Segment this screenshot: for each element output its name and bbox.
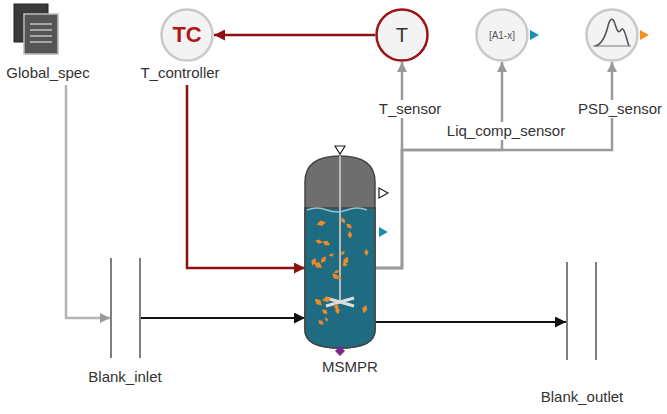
sensor-circle: PSD_sensor [585, 8, 639, 62]
symbol-text: T [375, 8, 429, 62]
spec-icon: Global_spec [14, 4, 62, 56]
blank-port-outline [566, 262, 597, 360]
node-label: Blank_inlet [86, 368, 163, 386]
sensor-circle-outline [585, 8, 639, 62]
node-label: Liq_comp_sensor [445, 122, 567, 140]
symbol-text: TC [160, 8, 214, 62]
node-label: PSD_sensor [576, 100, 664, 118]
signal-connector [214, 34, 375, 37]
signal-connector [375, 62, 612, 268]
node-label: Global_spec [4, 64, 91, 82]
sensor-circle: TT_sensor [375, 8, 429, 62]
vessel-node: MSMPR [305, 152, 375, 348]
vessel-node-outline [305, 152, 375, 348]
node-label: Blank_outlet [539, 388, 626, 406]
blank-port: Blank_inlet [110, 258, 141, 358]
controller-circle: TCT_controller [160, 8, 214, 62]
sensor-circle: [A1-x]Liq_comp_sensor [475, 8, 529, 62]
blank-port-outline [110, 258, 141, 358]
blank-port: Blank_outlet [566, 262, 597, 360]
node-label: T_sensor [377, 100, 444, 118]
signal-connector [187, 85, 305, 268]
node-label: T_controller [138, 64, 221, 82]
symbol-text: [A1-x] [475, 8, 529, 62]
node-label: MSMPR [320, 358, 380, 376]
signal-connector [141, 317, 305, 319]
signal-connector [375, 62, 502, 268]
signal-connector [66, 85, 110, 318]
signal-connector [375, 62, 402, 268]
spec-icon-outline [14, 4, 62, 56]
signal-connector [375, 321, 566, 323]
